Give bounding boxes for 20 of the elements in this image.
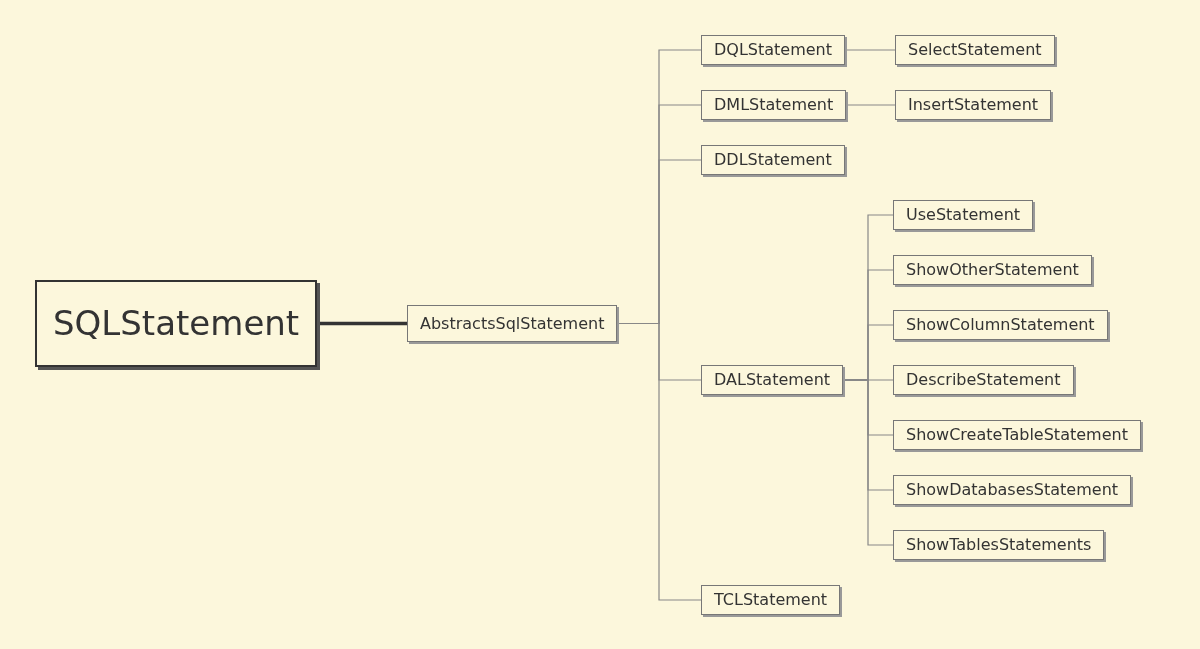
class-box: UseStatement <box>893 200 1034 230</box>
class-box: ShowTablesStatements <box>893 530 1105 560</box>
class-box: DDLStatement <box>701 145 845 175</box>
class-box: AbstractsSqlStatement <box>407 305 618 342</box>
class-box: TCLStatement <box>701 585 841 615</box>
connector-line <box>845 104 896 106</box>
class-box: DALStatement <box>701 365 844 395</box>
class-box: SelectStatement <box>895 35 1055 65</box>
class-box: ShowCreateTableStatement <box>893 420 1141 450</box>
class-box: ShowOtherStatement <box>893 255 1092 285</box>
connector-line <box>317 321 407 326</box>
connector-line <box>842 379 894 546</box>
class-box: ShowColumnStatement <box>893 310 1108 340</box>
class-box: ShowDatabasesStatement <box>893 475 1132 505</box>
connector-line <box>844 49 896 51</box>
class-box: DQLStatement <box>701 35 846 65</box>
class-box: DMLStatement <box>701 90 847 120</box>
class-box: InsertStatement <box>895 90 1052 120</box>
class-box: DescribeStatement <box>893 365 1074 395</box>
root-box: SQLStatement <box>35 280 318 367</box>
